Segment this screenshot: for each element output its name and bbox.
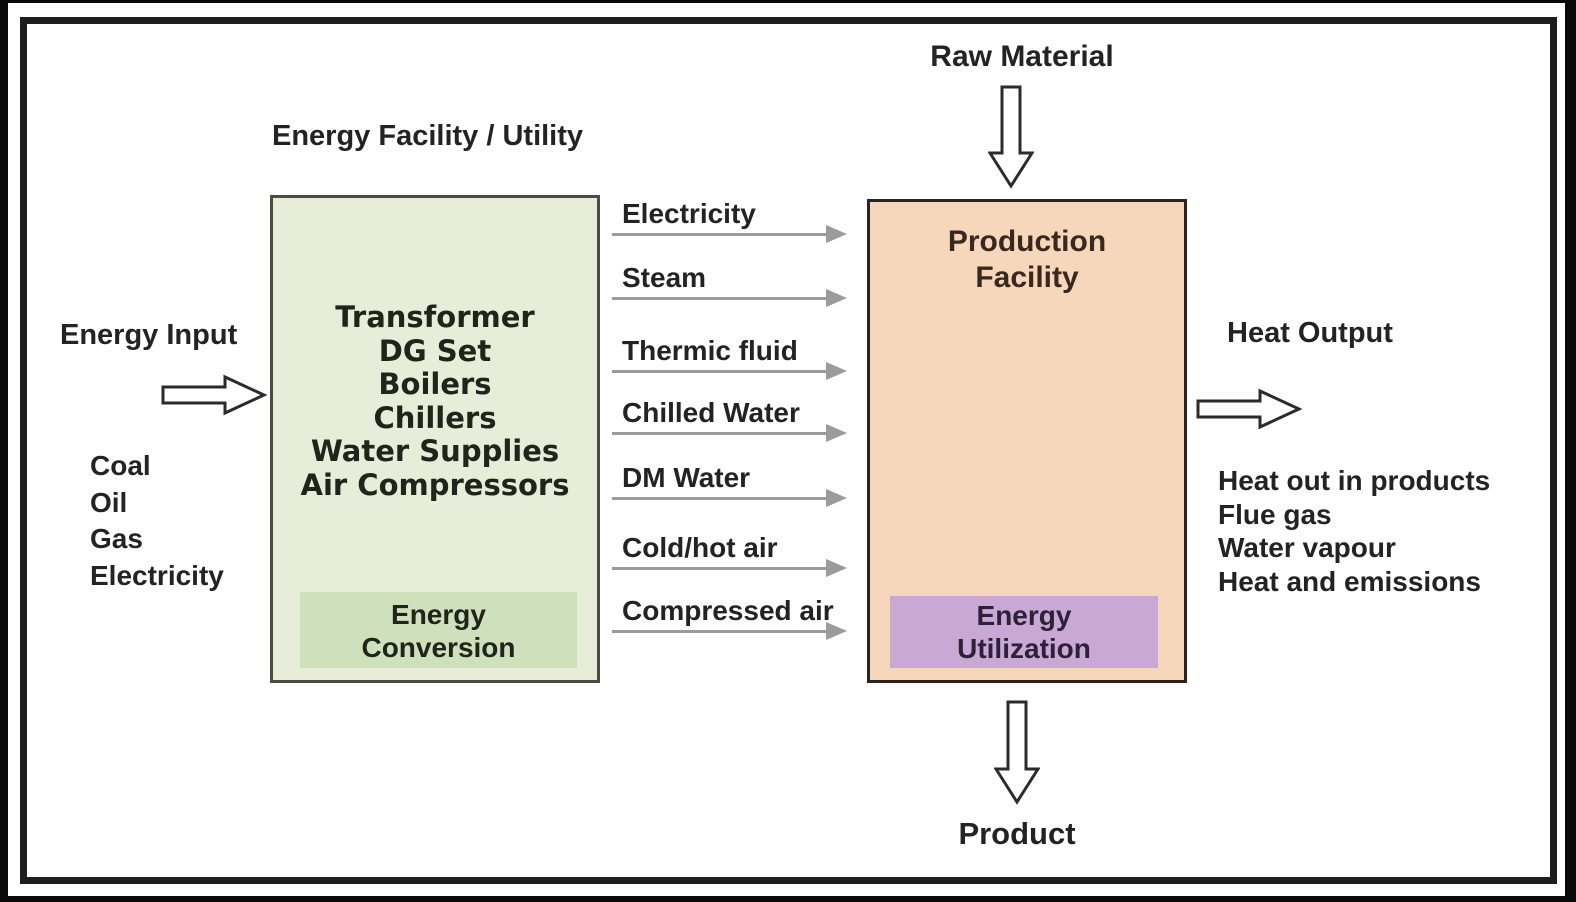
energy-source-item: Oil: [90, 486, 128, 518]
raw-material-arrow-icon: [988, 85, 1034, 189]
energy-source-item: Gas: [90, 523, 143, 554]
production-facility-label-line: Production: [947, 225, 1107, 258]
flow-row: Electricity: [612, 199, 857, 245]
flow-label: Chilled Water: [622, 397, 800, 428]
energy-input-label: Energy Input: [60, 319, 238, 351]
flow-label: Compressed air: [622, 595, 834, 626]
equipment-list: Transformer DG Set Boilers Chillers Wate…: [273, 300, 597, 502]
flow-row: Thermic fluid: [612, 336, 857, 382]
equipment-item: Boilers: [378, 367, 492, 401]
raw-material-label: Raw Material: [930, 40, 1114, 73]
flow-row: DM Water: [612, 463, 857, 509]
flow-arrowhead-icon: [826, 622, 847, 640]
diagram-panel: [8, 3, 1565, 896]
flow-label: Thermic fluid: [622, 335, 798, 366]
equipment-item: Chillers: [373, 400, 497, 435]
flow-arrow-line: [612, 233, 828, 236]
flow-arrowhead-icon: [826, 424, 847, 442]
heat-output-item: Flue gas: [1218, 498, 1332, 530]
flow-row: Chilled Water: [612, 398, 857, 444]
energy-utilization-label-line: Utilization: [957, 633, 1091, 664]
flow-arrowhead-icon: [826, 489, 847, 507]
outer-frame: [20, 17, 1557, 884]
heat-output-item: Heat and emissions: [1218, 565, 1481, 597]
flow-label: Steam: [622, 262, 707, 293]
flow-label: Cold/hot air: [622, 532, 778, 563]
heat-output-label: Heat Output: [1227, 317, 1393, 349]
energy-conversion-label-line: Energy: [391, 599, 486, 630]
flow-arrow-line: [612, 567, 828, 570]
energy-input-arrow-icon: [161, 374, 267, 416]
energy-conversion-box: Energy Conversion: [300, 592, 577, 668]
energy-utilization-label-line: Energy: [976, 600, 1072, 631]
equipment-item: Air Compressors: [300, 467, 570, 502]
energy-source-item: Electricity: [90, 559, 224, 591]
energy-utilization-box: Energy Utilization: [890, 596, 1158, 668]
energy-source-item: Coal: [90, 450, 151, 481]
heat-output-item: Heat out in products: [1218, 465, 1491, 496]
flow-arrow-line: [612, 432, 828, 435]
flow-arrow-line: [612, 497, 828, 500]
equipment-item: Transformer: [335, 300, 535, 334]
equipment-item: Water Supplies: [310, 434, 560, 468]
flow-arrowhead-icon: [826, 289, 847, 307]
flow-arrowhead-icon: [826, 362, 847, 380]
flow-arrowhead-icon: [826, 559, 847, 577]
flow-arrow-line: [612, 297, 828, 300]
flow-label: DM Water: [622, 462, 751, 493]
flow-label: Electricity: [622, 198, 756, 229]
production-facility-label-line: Facility: [975, 261, 1079, 294]
heat-output-list: Heat out in products Flue gas Water vapo…: [1218, 464, 1490, 598]
heat-output-item: Water vapour: [1218, 532, 1396, 563]
flow-row: Compressed air: [612, 596, 857, 642]
flow-arrowhead-icon: [826, 225, 847, 243]
flow-arrow-line: [612, 370, 828, 373]
energy-conversion-label-line: Conversion: [361, 632, 516, 663]
product-arrow-icon: [994, 700, 1040, 805]
flow-row: Steam: [612, 263, 857, 309]
heat-output-arrow-icon: [1196, 388, 1302, 430]
flow-arrow-line: [612, 630, 828, 633]
flow-row: Cold/hot air: [612, 533, 857, 579]
energy-sources-list: Coal Oil Gas Electricity: [90, 448, 224, 594]
equipment-item: DG Set: [378, 333, 492, 368]
energy-facility-title: Energy Facility / Utility: [272, 120, 584, 152]
production-facility-label: Production Facility: [867, 224, 1187, 296]
product-label: Product: [958, 816, 1076, 851]
